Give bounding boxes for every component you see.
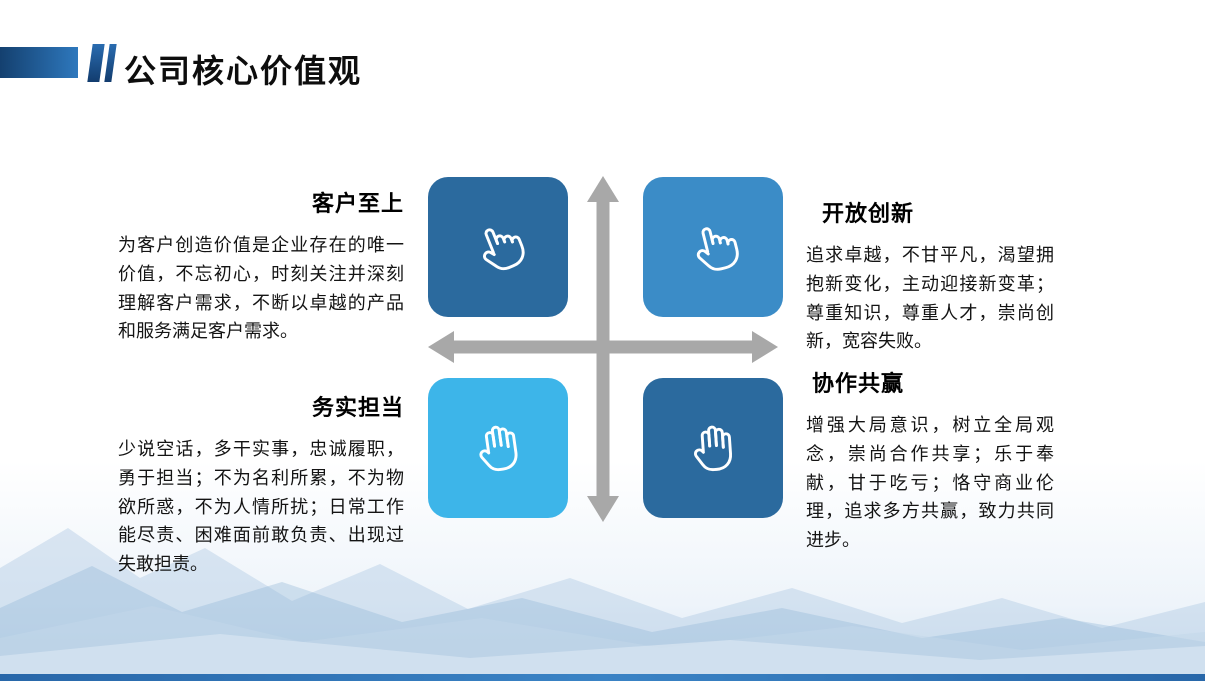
quadrant-win-win: 协作共赢 增强大局意识，树立全局观念，崇尚合作共享；乐于奉献，甘于吃亏；恪守商业… — [806, 366, 1054, 555]
quadrant-heading-pragmatic-duty: 务实担当 — [311, 395, 404, 420]
value-square-open-innovation — [643, 177, 783, 317]
quadrant-body-open-innovation: 追求卓越，不甘平凡，渴望拥抱新变化，主动迎接新变革；尊重知识，尊重人才，崇尚创新… — [806, 245, 1054, 352]
quadrant-heading-customer-first: 客户至上 — [311, 191, 404, 216]
value-square-pragmatic-duty — [428, 378, 568, 518]
hand-pointer-icon — [696, 227, 739, 271]
hand-paper-icon — [693, 425, 732, 472]
bottom-accent-bar — [0, 674, 1205, 681]
value-square-customer-first — [428, 177, 568, 317]
quadrant-heading-open-innovation: 开放创新 — [822, 201, 915, 226]
hand-pointer-icon — [483, 228, 525, 271]
cross-arrows — [428, 176, 778, 522]
quadrant-heading-win-win: 协作共赢 — [812, 371, 905, 396]
quadrant-pragmatic-duty: 务实担当 少说空话，多干实事，忠诚履职，勇于担当；不为名利所累，不为物欲所惑，不… — [118, 390, 404, 579]
quadrant-body-customer-first: 为客户创造价值是企业存在的唯一价值，不忘初心，时刻关注并深刻理解客户需求，不断以… — [118, 235, 404, 342]
quadrant-body-pragmatic-duty: 少说空话，多干实事，忠诚履职，勇于担当；不为名利所累，不为物欲所惑，不为人情所扰… — [118, 439, 404, 575]
page-title: 公司核心价值观 — [124, 53, 363, 89]
hand-paper-icon — [479, 425, 518, 472]
header-accent-bar — [0, 47, 78, 78]
quadrant-open-innovation: 开放创新 追求卓越，不甘平凡，渴望拥抱新变化，主动迎接新变革；尊重知识，尊重人才… — [806, 196, 1054, 356]
quadrant-body-win-win: 增强大局意识，树立全局观念，崇尚合作共享；乐于奉献，甘于吃亏；恪守商业伦理，追求… — [806, 415, 1054, 551]
title-decor-bar-1 — [87, 44, 105, 82]
title-decor-bar-2 — [104, 44, 117, 82]
quadrant-customer-first: 客户至上 为客户创造价值是企业存在的唯一价值，不忘初心，时刻关注并深刻理解客户需… — [118, 186, 404, 346]
mountains-background-image — [0, 528, 1205, 681]
value-square-win-win — [643, 378, 783, 518]
